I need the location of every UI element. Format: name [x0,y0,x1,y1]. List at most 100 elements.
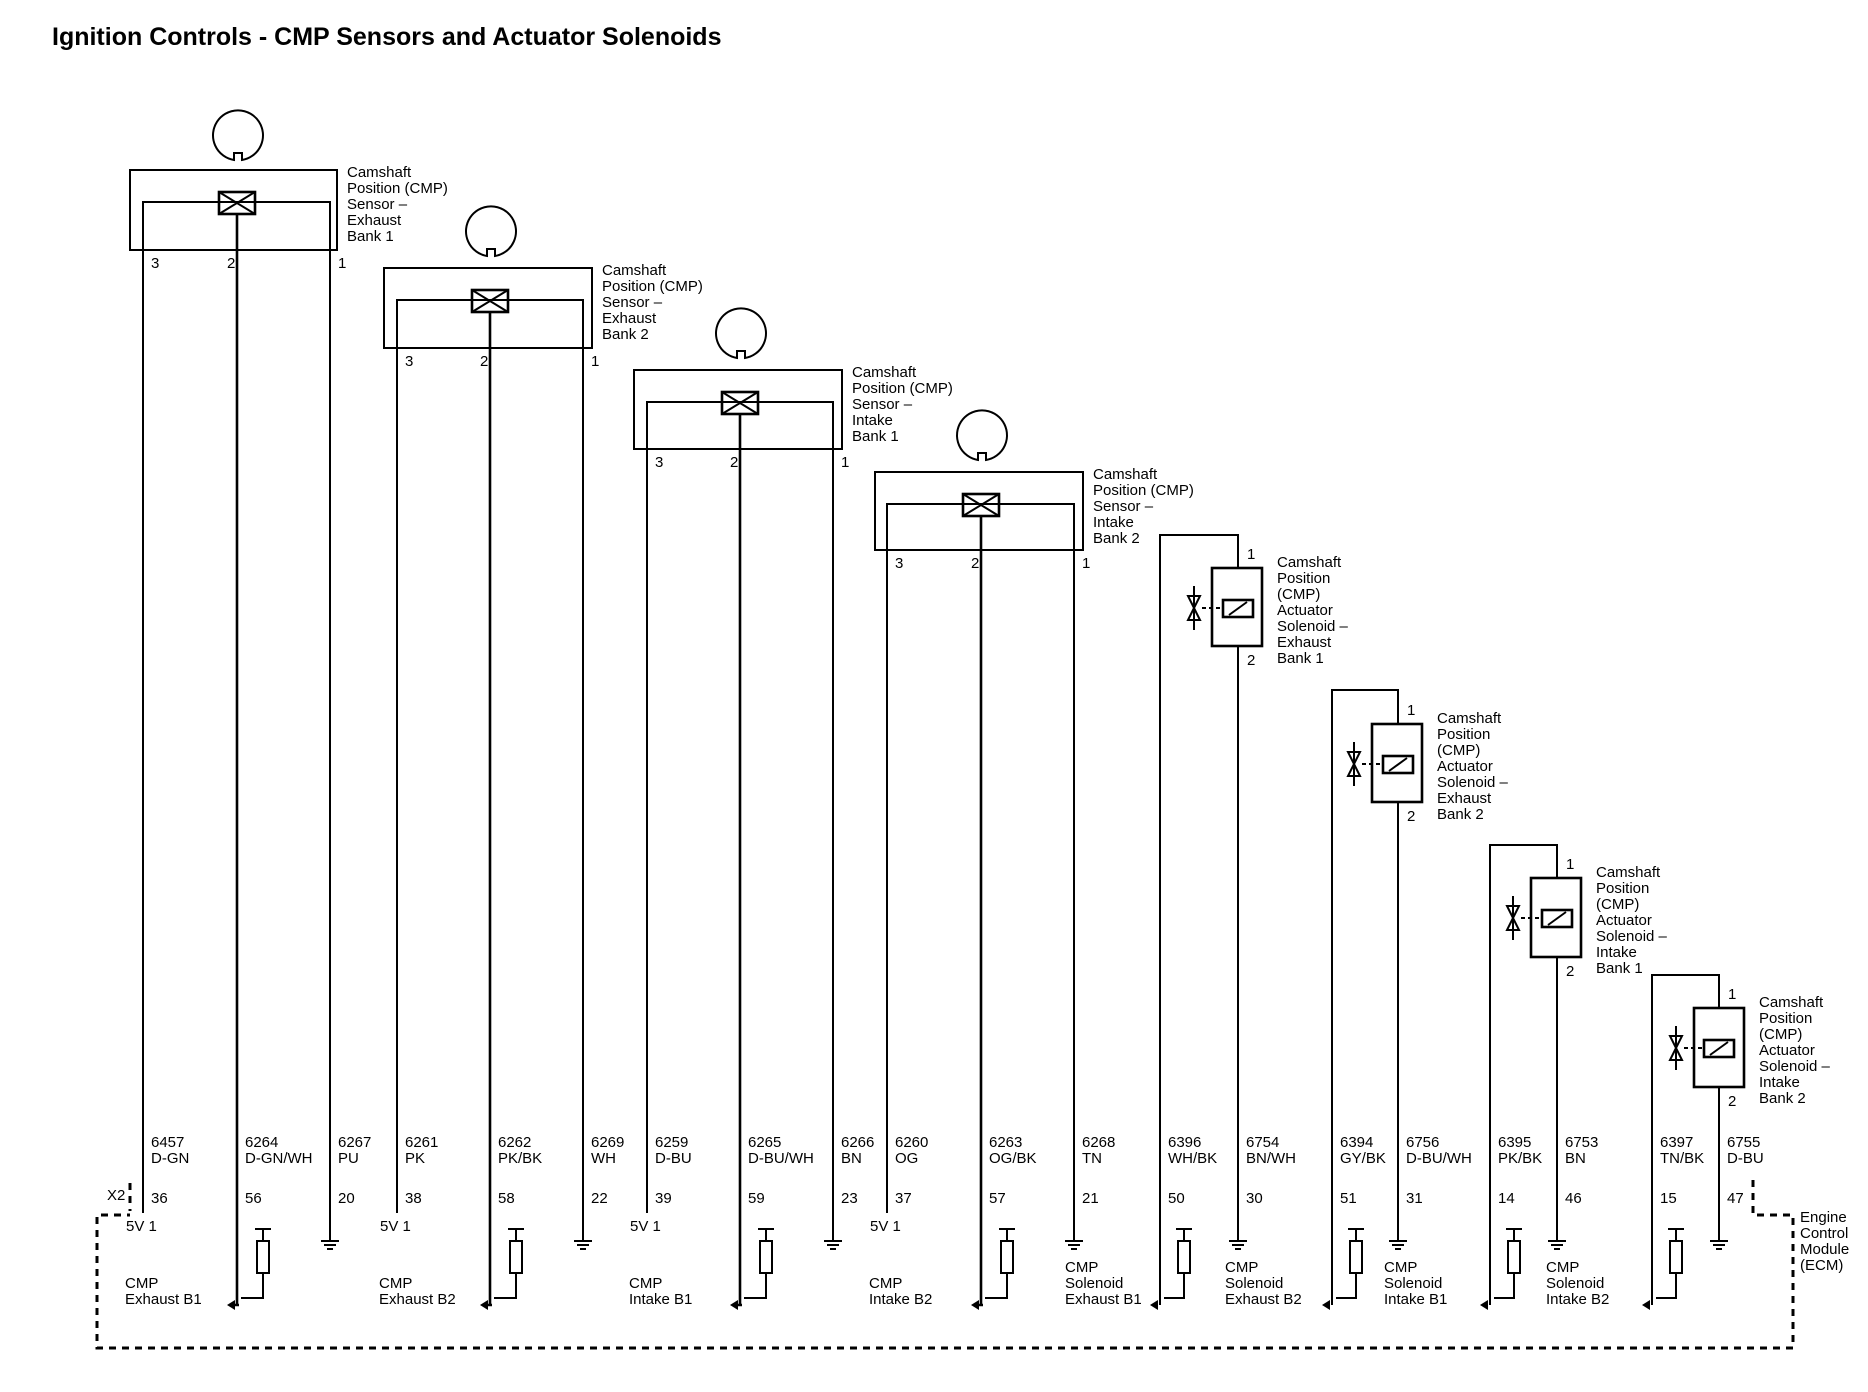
connector-label: X2 [107,1187,125,1204]
ground-icon [824,1229,842,1250]
circuit-number: 6260 [895,1134,928,1151]
wire-color: PU [338,1150,359,1167]
solenoid-label-line: (CMP) [1596,896,1639,913]
ecm-input-label: CMP [1546,1259,1579,1276]
control-arrow-icon [1150,1300,1158,1310]
sensor-label-line: Camshaft [602,262,667,279]
solenoid-pullup-link [1164,1273,1185,1299]
ecm-pin-number: 57 [989,1190,1006,1207]
sensor-pin-number: 1 [841,454,849,471]
sensor-pullup-link [744,1273,767,1299]
solenoid-label-line: Actuator [1759,1042,1815,1059]
ecm-pin-number: 59 [748,1190,765,1207]
ecm-pin-number: 21 [1082,1190,1099,1207]
sensor-pin-number: 2 [971,555,979,572]
ground-icon [574,1229,592,1250]
wire-solenoid-control [1651,974,1720,1305]
solenoid-label-line: Camshaft [1437,710,1502,727]
cmp-actuator-solenoid-3: 12CamshaftPosition(CMP)ActuatorSolenoid … [1384,844,1668,1310]
ecm-input-label: Exhaust B1 [125,1291,202,1308]
sensor-label-line: Sensor – [347,196,408,213]
sensor-label-line: Position (CMP) [602,278,703,295]
solenoid-pullup-supply [1176,1228,1192,1241]
sensor-label-line: Sensor – [1093,498,1154,515]
sensor-pullup-resistor [1000,1240,1014,1274]
solenoid-label-line: Exhaust [1437,790,1492,807]
ecm-input-label: Exhaust B2 [379,1291,456,1308]
circuit-number: 6262 [498,1134,531,1151]
signal-arrow-icon [227,1300,235,1310]
ecm-label-line-2: Control [1800,1225,1848,1242]
control-arrow-icon [1642,1300,1650,1310]
solenoid-pullup-supply [1668,1228,1684,1241]
solenoid-pullup-resistor [1177,1240,1191,1274]
solenoid-coil-slash [1547,911,1567,926]
sensor-label-line: Intake [852,412,893,429]
wire-color: D-BU/WH [748,1150,814,1167]
wire-color: WH/BK [1168,1150,1217,1167]
ecm-pin-number: 23 [841,1190,858,1207]
ecm-pin-number: 22 [591,1190,608,1207]
ecm-pin-number: 58 [498,1190,515,1207]
circuit-number: 6397 [1660,1134,1693,1151]
solenoid-label-line: Intake [1759,1074,1800,1091]
sensor-pullup-supply [758,1228,774,1241]
ecm-input-label: Solenoid [1225,1275,1283,1292]
circuit-number: 6756 [1406,1134,1439,1151]
solenoid-label-line: Bank 2 [1437,806,1484,823]
circuit-number: 6395 [1498,1134,1531,1151]
valve-icon [1346,742,1362,786]
sensor-pin-number: 3 [895,555,903,572]
sensor-pin-number: 3 [655,454,663,471]
wire-color: D-BU/WH [1406,1150,1472,1167]
solenoid-pin-number: 2 [1407,808,1415,825]
circuit-number: 6394 [1340,1134,1373,1151]
ecm-pin-number: 20 [338,1190,355,1207]
ecm-input-label: CMP [869,1275,902,1292]
sensor-pin-number: 3 [151,255,159,272]
ecm-pin-number: 46 [1565,1190,1582,1207]
solenoid-coil-icon [1381,754,1415,775]
sensor-pin-number: 2 [730,454,738,471]
ground-icon [1065,1229,1083,1250]
ecm-label-line-4: (ECM) [1800,1257,1843,1274]
cmp-actuator-solenoid-1: 12CamshaftPosition(CMP)ActuatorSolenoid … [1065,534,1349,1310]
sensor-label-line: Camshaft [852,364,917,381]
circuit-number: 6267 [338,1134,371,1151]
wire-color: GY/BK [1340,1150,1386,1167]
ecm-input-label: Solenoid [1065,1275,1123,1292]
solenoid-pullup-resistor [1349,1240,1363,1274]
hall-element-cross [218,191,256,215]
ecm-input-label: Intake B1 [629,1291,692,1308]
circuit-number: 6457 [151,1134,184,1151]
ecm-module-outline [95,1180,1795,1350]
sensor-label-line: Intake [1093,514,1134,531]
sensor-label-line: Bank 1 [347,228,394,245]
solenoid-label-line: Position [1596,880,1649,897]
sensor-pin-number: 2 [480,353,488,370]
sensor-pin-number: 1 [591,353,599,370]
sensor-label-line: Bank 2 [602,326,649,343]
hall-element-cross [962,493,1000,517]
wire-color: OG [895,1150,918,1167]
solenoid-pin-number: 2 [1566,963,1574,980]
ecm-input-label: Solenoid [1546,1275,1604,1292]
wire-color: OG/BK [989,1150,1037,1167]
ecm-input-label: CMP [125,1275,158,1292]
wire-color: D-BU [655,1150,692,1167]
sensor-housing [633,369,843,450]
wire-color: D-GN [151,1150,189,1167]
sensor-pullup-link [985,1273,1008,1299]
reluctor-wheel-icon [715,307,767,360]
solenoid-label-line: Intake [1596,944,1637,961]
ecm-input-label: CMP [1225,1259,1258,1276]
solenoid-label-line: (CMP) [1437,742,1480,759]
solenoid-label-line: Solenoid – [1596,928,1668,945]
diagram-title: Ignition Controls - CMP Sensors and Actu… [52,23,721,51]
wire-solenoid-control [1489,844,1558,1305]
sensor-pullup-resistor [759,1240,773,1274]
sensor-label-line: Camshaft [347,164,412,181]
